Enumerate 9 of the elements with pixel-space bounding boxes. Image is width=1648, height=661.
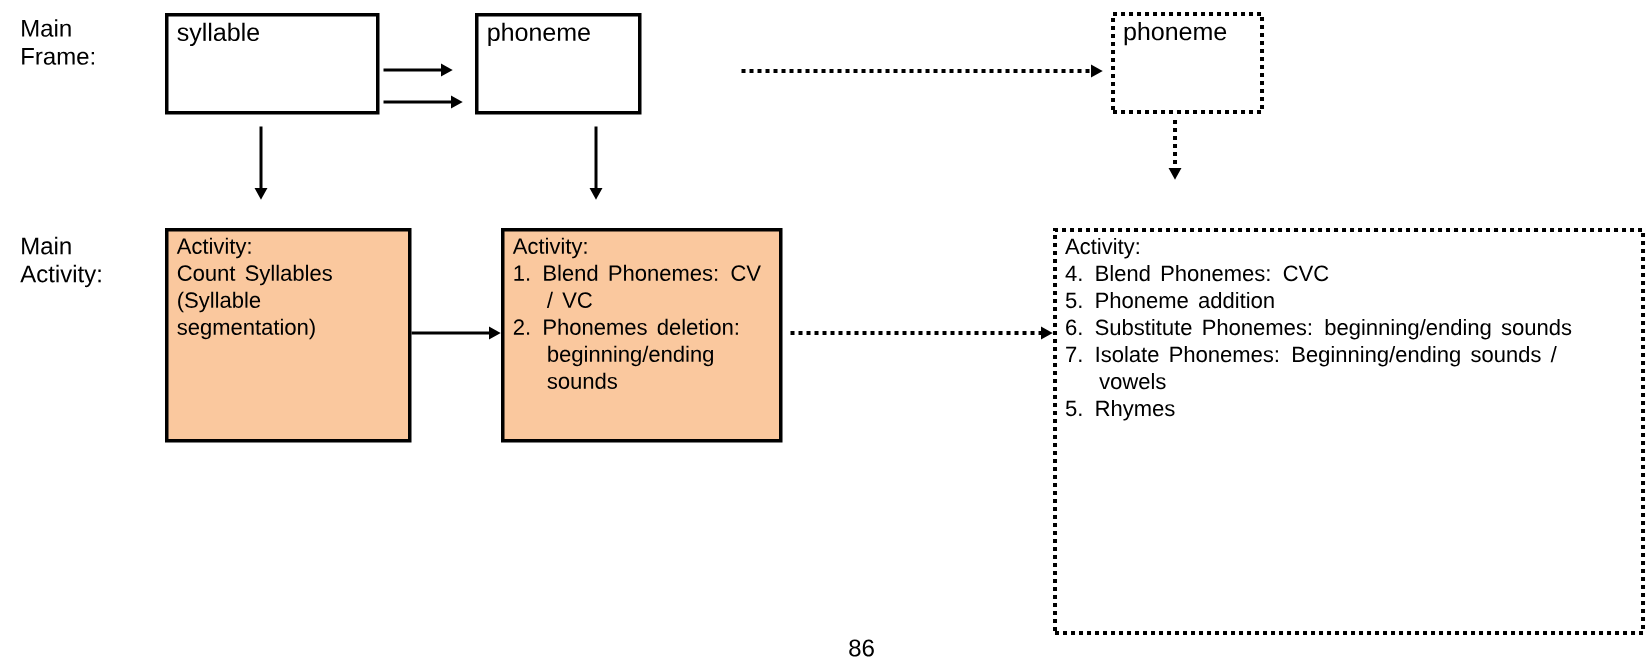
frame-box: syllable [165, 13, 380, 115]
row-label: Main Activity: [20, 236, 101, 288]
page-number: 86 [849, 639, 874, 657]
activity-box: Activity: 1. Blend Phonemes: CV / VC 2. Phonemes deletion: beginning/ending sounds [501, 228, 783, 443]
activity-box: Activity: Count Syllables (Syllable segmentation) [165, 228, 412, 443]
frame-box: phoneme [1111, 12, 1264, 114]
frame-box: phoneme [475, 13, 642, 115]
activity-box: Activity: 4. Blend Phonemes: CVC 5. Phoneme addition 6. Substitute Phonemes: beginning/ending sounds 7. Isolate Phonemes: Beginning/ending sounds / vowels 5. Rhymes [1053, 228, 1645, 635]
row-label: Main Frame: [22, 19, 94, 65]
